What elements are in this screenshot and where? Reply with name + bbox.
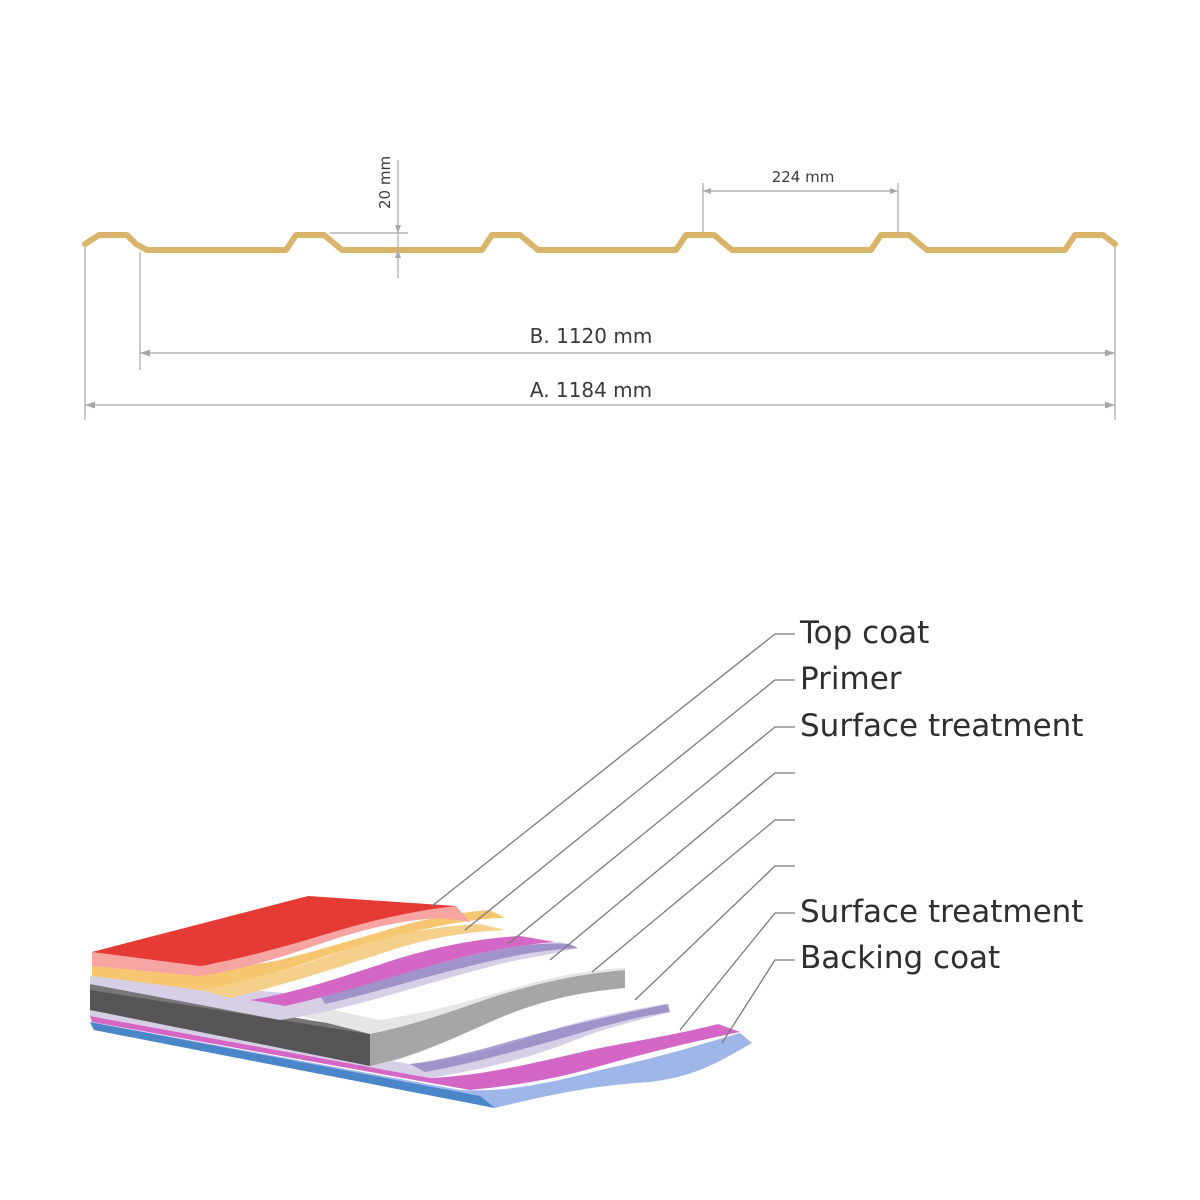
leader-surface-treatment-bottom <box>679 912 795 1031</box>
label-top-coat: Top coat <box>799 615 929 651</box>
label-surface-treatment-top: Surface treatment <box>800 708 1083 744</box>
label-surface-treatment-bottom: Surface treatment <box>800 894 1083 930</box>
layer-surface-treatment-upper-magenta <box>250 936 555 1006</box>
layer-top-coat <box>92 896 456 966</box>
label-primer: Primer <box>800 661 902 697</box>
layer-backing-edge <box>90 1022 495 1108</box>
leader-surface-treatment-top <box>507 726 795 945</box>
height-dimension-label: 20 mm <box>376 156 394 209</box>
layer-primer-bottom-stripe <box>410 1004 670 1072</box>
layer-labels: Top coat Primer Surface treatment Surfac… <box>799 615 1083 976</box>
width-a-label: A. 1184 mm <box>530 378 652 402</box>
layer-surface-treatment-bottom <box>90 1016 740 1090</box>
layer-backing-coat <box>90 1022 752 1108</box>
height-dimension: 20 mm <box>330 156 408 278</box>
width-b-label: B. 1120 mm <box>530 324 653 348</box>
leader-faded-1 <box>549 772 795 961</box>
leader-backing-coat <box>721 959 795 1044</box>
layer-primer-upper-band <box>200 924 505 998</box>
width-a-dimension: A. 1184 mm <box>85 378 1115 409</box>
leader-faded-2 <box>591 819 795 973</box>
label-backing-coat: Backing coat <box>800 940 1000 976</box>
leader-top-coat <box>431 633 795 907</box>
width-b-dimension: B. 1120 mm <box>140 324 1115 357</box>
layer-substrate-front <box>370 970 625 1066</box>
layer-primer <box>92 910 505 990</box>
leader-primer <box>464 679 795 931</box>
leader-lines <box>431 633 795 1044</box>
coating-layers-illustration <box>90 633 795 1108</box>
layer-surface-treatment-upper-stripe <box>320 943 578 1004</box>
sheet-profile <box>82 232 1118 253</box>
pitch-dimension: 224 mm <box>702 168 899 232</box>
leader-faded-3 <box>634 865 795 1001</box>
pitch-dimension-label: 224 mm <box>772 168 835 186</box>
layer-substrate-side <box>90 988 370 1066</box>
sheet-profile-drawing: 20 mm 224 mm B. 1120 mm A. 1184 mm <box>82 156 1118 420</box>
